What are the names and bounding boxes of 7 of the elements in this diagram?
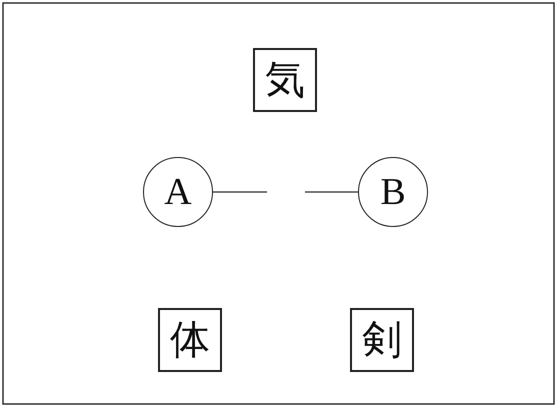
character-box: 気: [253, 48, 317, 112]
character-box: 剣: [350, 308, 414, 372]
connector-line: [213, 191, 267, 193]
character-box: 体: [158, 308, 222, 372]
letter-circle: A: [143, 157, 213, 227]
connector-line: [305, 191, 358, 193]
letter-circle: B: [358, 157, 428, 227]
